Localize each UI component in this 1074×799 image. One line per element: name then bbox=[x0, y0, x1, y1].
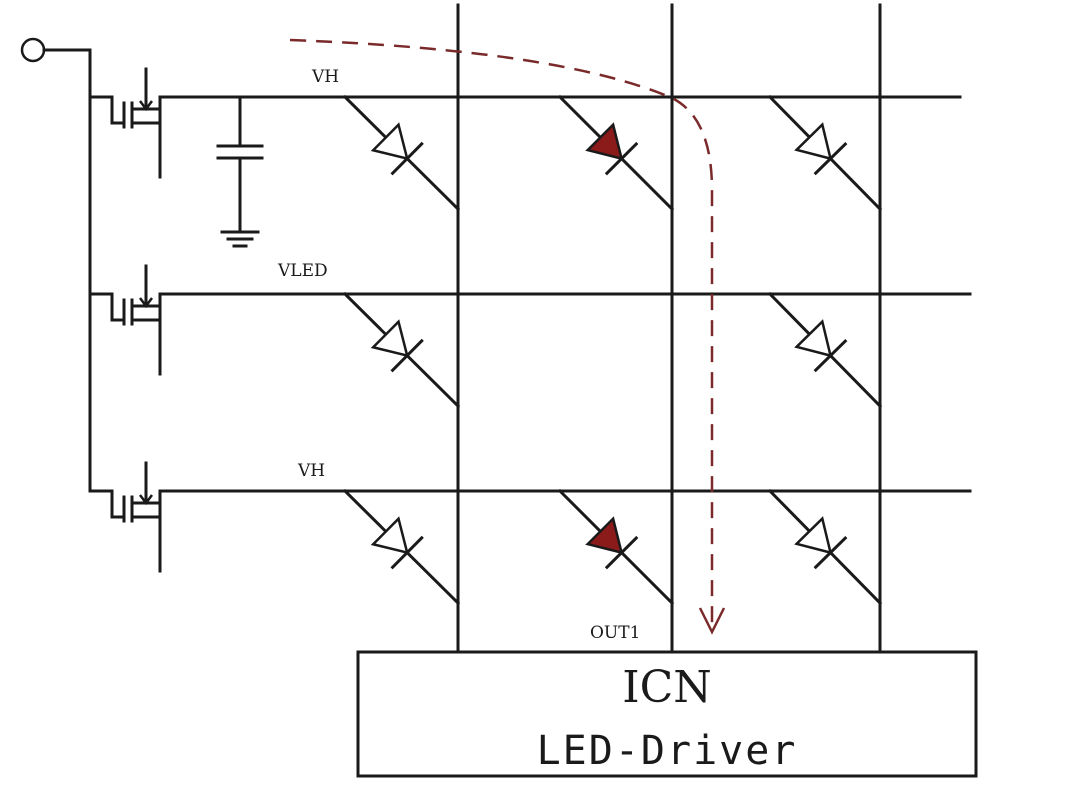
driver-title: ICN bbox=[622, 662, 712, 713]
led-driver-box: ICN LED-Driver bbox=[356, 650, 978, 778]
led-diode-icon bbox=[342, 488, 461, 606]
led-diode-icon bbox=[342, 94, 461, 212]
input-terminal-icon bbox=[20, 37, 92, 492]
mosfet-icon bbox=[88, 461, 162, 573]
row-bus-lines bbox=[158, 95, 972, 493]
led-diode-icon bbox=[557, 488, 675, 606]
mosfet-icon bbox=[88, 264, 162, 376]
led-diode-icon bbox=[767, 291, 883, 409]
column-output-label: OUT1 bbox=[590, 623, 640, 643]
row2-supply-label: VLED bbox=[277, 261, 328, 281]
led-diode-icon bbox=[767, 94, 883, 212]
mosfet-icon bbox=[88, 67, 162, 179]
led-diode-icon bbox=[342, 291, 461, 409]
capacitor-icon bbox=[216, 95, 264, 234]
led-diode-icon bbox=[767, 488, 883, 606]
column-lines bbox=[456, 3, 882, 652]
current-path bbox=[289, 38, 714, 630]
current-arrow-icon bbox=[698, 607, 726, 635]
led-group bbox=[342, 94, 883, 606]
driver-subtitle: LED-Driver bbox=[537, 728, 798, 774]
ground-icon bbox=[220, 230, 260, 248]
row3-supply-label: VH bbox=[297, 461, 325, 481]
row1-supply-label: VH bbox=[311, 67, 339, 87]
led-diode-icon bbox=[557, 94, 675, 212]
mosfet-group bbox=[88, 67, 162, 573]
